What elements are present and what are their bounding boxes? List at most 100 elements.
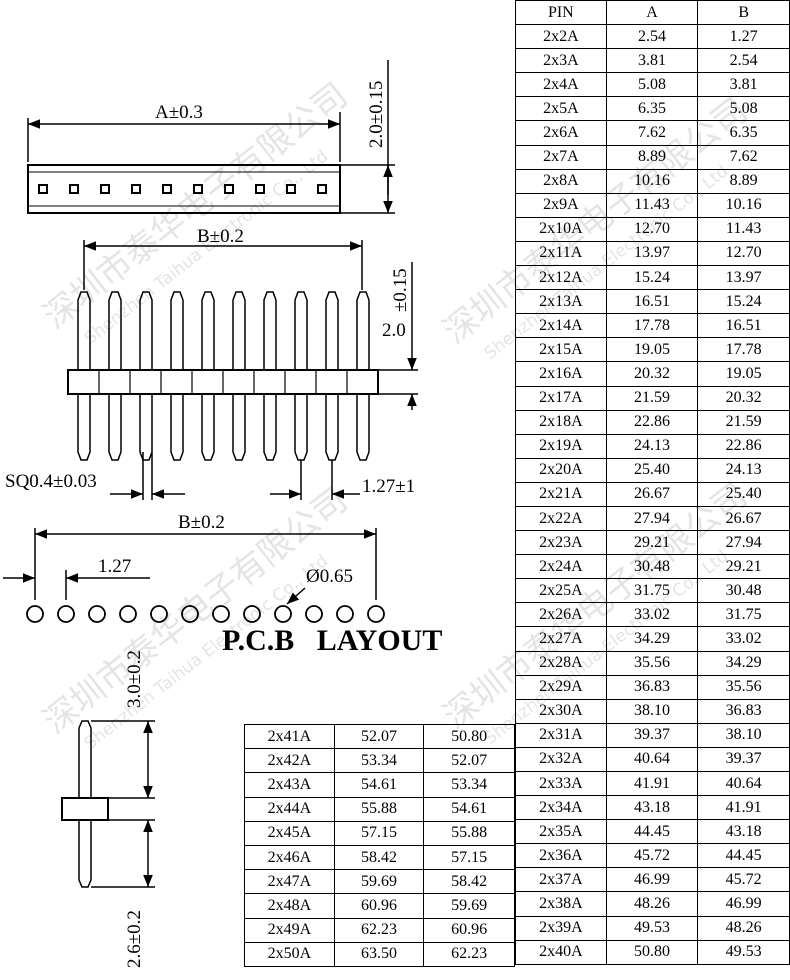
side-bottom-label: 2.6±0.2: [124, 910, 145, 968]
pin-cell: 2x16A: [515, 361, 607, 387]
b-cell: 38.10: [697, 722, 790, 748]
dim-height-label: 2.0±0.15: [366, 81, 387, 148]
pin-cell: 2x24A: [515, 554, 607, 580]
dim-square-label: SQ0.4±0.03: [5, 471, 97, 492]
a-cell: 63.50: [333, 941, 425, 967]
pin-cell: 2x30A: [515, 698, 607, 724]
pin-cell: 2x25A: [515, 578, 607, 604]
pcb-pitch-label: 1.27: [98, 556, 131, 577]
pcb-layout-title: P.C.B LAYOUT: [222, 624, 442, 657]
pin-cell: 2x15A: [515, 337, 607, 363]
b-cell: 13.97: [697, 265, 790, 291]
a-cell: 33.02: [605, 602, 699, 628]
a-cell: 5.08: [605, 72, 699, 98]
top-view: [27, 60, 395, 214]
a-cell: 43.18: [605, 795, 699, 821]
pin-cell: 2x11A: [515, 240, 607, 267]
dim-pin-height-value: 2.0: [382, 320, 406, 341]
a-cell: 20.32: [605, 361, 699, 387]
pin-cell: 2x20A: [515, 457, 607, 483]
b-cell: 54.61: [423, 796, 515, 822]
b-cell: 8.89: [697, 168, 790, 194]
a-cell: 46.99: [605, 867, 699, 893]
pin-cell: 2x48A: [244, 893, 335, 919]
pin-cell: 2x40A: [515, 939, 607, 965]
pin-cell: 2x50A: [244, 941, 335, 967]
b-cell: 3.81: [697, 72, 790, 98]
b-cell: 60.96: [423, 917, 515, 943]
b-cell: 52.07: [423, 748, 515, 774]
pin-cell: 2x46A: [244, 844, 335, 871]
a-cell: 24.13: [605, 433, 699, 459]
pin-cell: 2x21A: [515, 481, 607, 507]
pin-cell: 2x34A: [515, 795, 607, 821]
pin-cell: 2x8A: [515, 168, 607, 194]
b-cell: 20.32: [697, 385, 790, 411]
b-cell: 50.80: [423, 723, 515, 750]
b-cell: 35.56: [697, 674, 790, 700]
pin-cell: 2x29A: [515, 674, 607, 700]
hole-diameter-label: Ø0.65: [306, 566, 353, 587]
housing-holes: [38, 184, 327, 194]
pin-cell: 2x45A: [244, 820, 335, 846]
b-cell: 34.29: [697, 650, 790, 676]
a-cell: 36.83: [605, 674, 699, 700]
b-cell: 46.99: [697, 891, 790, 917]
side-top-label: 3.0±0.2: [124, 650, 145, 708]
a-cell: 30.48: [605, 554, 699, 580]
b-cell: 11.43: [697, 216, 790, 242]
pin-cell: 2x49A: [244, 917, 335, 943]
b-cell: 48.26: [697, 915, 790, 941]
pin-cell: 2x18A: [515, 409, 607, 435]
pin-cell: 2x12A: [515, 265, 607, 291]
a-cell: 21.59: [605, 385, 699, 411]
a-cell: 6.35: [605, 96, 699, 122]
pin-cell: 2x10A: [515, 216, 607, 242]
a-cell: 17.78: [605, 313, 699, 339]
a-cell: A: [605, 0, 699, 26]
b-cell: 22.86: [697, 433, 790, 459]
pin-cell: 2x9A: [515, 192, 607, 218]
a-cell: 3.81: [605, 48, 699, 74]
a-cell: 8.89: [605, 144, 699, 170]
pin-cell: 2x5A: [515, 96, 607, 122]
dim-a-label: A±0.3: [155, 102, 203, 123]
a-cell: 2.54: [605, 24, 699, 50]
pin-cell: 2x42A: [244, 748, 335, 774]
a-cell: 27.94: [605, 505, 699, 532]
dim-b-label: B±0.2: [197, 226, 244, 247]
b-cell: 27.94: [697, 530, 790, 556]
a-cell: 54.61: [333, 772, 425, 798]
pin-cell: 2x14A: [515, 313, 607, 339]
